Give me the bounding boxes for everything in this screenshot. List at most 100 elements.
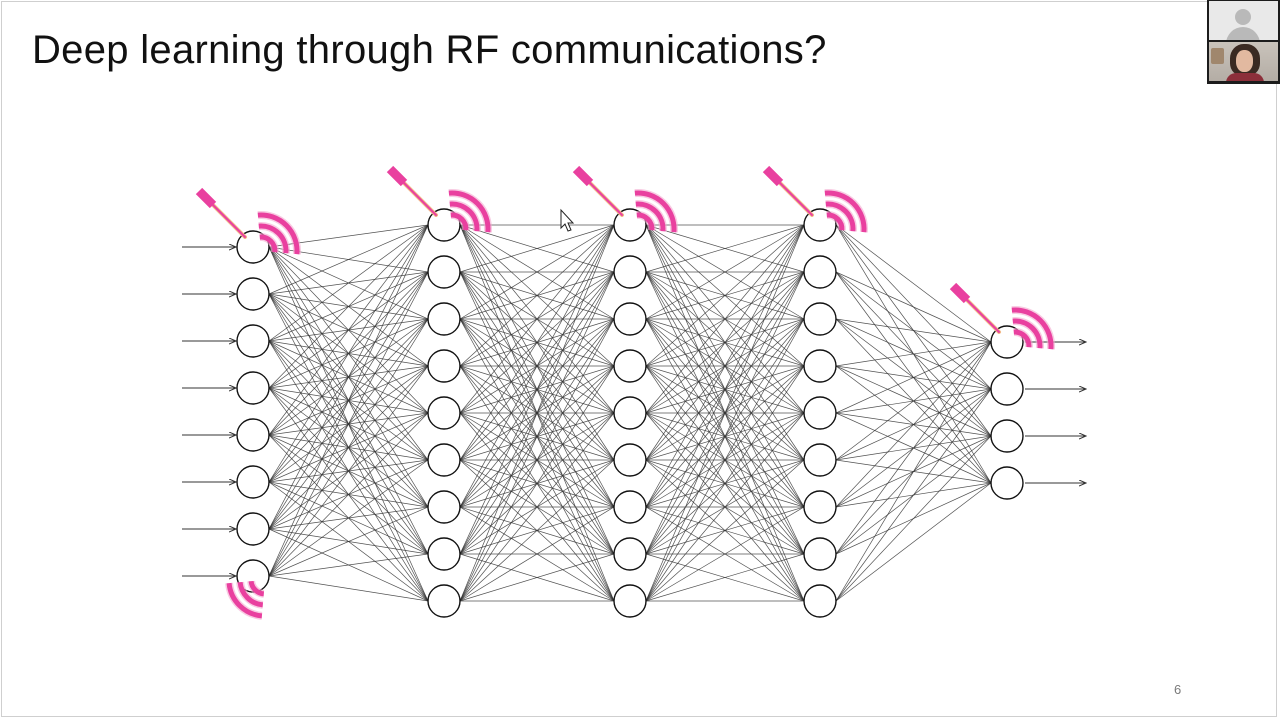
probe-wire <box>773 176 813 216</box>
link-l3-n8-to-n2 <box>835 435 992 602</box>
neuron-l3-n7 <box>803 537 837 571</box>
probe-wire <box>397 176 437 216</box>
neuron-l2-n8 <box>613 584 647 618</box>
rf-antenna-icon <box>195 187 301 255</box>
participant-tile-avatar[interactable] <box>1209 1 1278 40</box>
link-l1-n4-to-n0 <box>459 224 615 414</box>
mouse-cursor-icon <box>560 208 575 232</box>
user-avatar-icon <box>1235 9 1251 25</box>
neuron-l0-n3 <box>236 371 270 405</box>
video-participants-panel[interactable] <box>1207 0 1280 84</box>
link-l2-n8-to-n6 <box>645 506 805 602</box>
link-l1-n8-to-n7 <box>459 553 615 602</box>
link-l3-n1-to-n0 <box>835 271 992 343</box>
rf-wave-arc <box>237 581 264 608</box>
link-l0-n7-to-n1 <box>268 271 429 577</box>
link-l2-n5-to-n0 <box>645 224 805 461</box>
network-links <box>268 224 992 602</box>
participant-tile-camera[interactable] <box>1209 42 1278 81</box>
link-l1-n3-to-n0 <box>459 224 615 367</box>
link-l2-n2-to-n0 <box>645 224 805 320</box>
probe-wire <box>583 176 623 216</box>
link-l0-n7-to-n4 <box>268 412 429 577</box>
neuron-l1-n5 <box>427 443 461 477</box>
neuron-l2-n2 <box>613 302 647 336</box>
user-avatar-body <box>1226 27 1260 40</box>
link-l1-n8-to-n6 <box>459 506 615 602</box>
link-l2-n8-to-n5 <box>645 459 805 602</box>
rf-wave-arc <box>448 190 491 233</box>
link-l3-n5-to-n0 <box>835 341 992 461</box>
link-l2-n4-to-n0 <box>645 224 805 414</box>
rf-wave-arc <box>248 580 265 597</box>
slide-number: 6 <box>1174 682 1182 697</box>
link-l0-n7-to-n2 <box>268 318 429 577</box>
link-l2-n7-to-n0 <box>645 224 805 555</box>
rf-antenna-icon <box>386 165 492 233</box>
neuron-l1-n4 <box>427 396 461 430</box>
link-l1-n6-to-n0 <box>459 224 615 508</box>
link-l0-n7-to-n3 <box>268 365 429 577</box>
link-l0-n7-to-n6 <box>268 506 429 577</box>
rf-wave-arc <box>257 212 300 255</box>
rf-wave-arc <box>1013 329 1032 348</box>
neuron-l4-n2 <box>990 419 1024 453</box>
link-l1-n5-to-n0 <box>459 224 615 461</box>
neuron-l2-n5 <box>613 443 647 477</box>
neuron-l0-n2 <box>236 324 270 358</box>
neuron-l0-n1 <box>236 277 270 311</box>
link-l2-n8-to-n1 <box>645 271 805 602</box>
link-l1-n8-to-n0 <box>459 224 615 602</box>
link-l0-n2-to-n0 <box>268 224 429 342</box>
neuron-l3-n1 <box>803 255 837 289</box>
neuron-l2-n4 <box>613 396 647 430</box>
neuron-l3-n3 <box>803 349 837 383</box>
link-l1-n8-to-n1 <box>459 271 615 602</box>
neuron-l3-n8 <box>803 584 837 618</box>
rf-wave-arc <box>1011 307 1054 350</box>
webcam-person-face <box>1236 50 1253 72</box>
rf-wave-arc <box>449 201 480 232</box>
probe-wire <box>206 198 246 238</box>
link-l2-n8-to-n7 <box>645 553 805 602</box>
link-l1-n7-to-n0 <box>459 224 615 555</box>
link-l2-n8-to-n2 <box>645 318 805 602</box>
slide-title: Deep learning through RF communications? <box>32 28 827 72</box>
neuron-l3-n2 <box>803 302 837 336</box>
link-l3-n4-to-n0 <box>835 341 992 414</box>
link-l0-n4-to-n0 <box>268 224 429 436</box>
link-l1-n2-to-n0 <box>459 224 615 320</box>
rf-wave-arc <box>635 201 666 232</box>
rf-wave-arc <box>825 201 856 232</box>
neuron-l2-n6 <box>613 490 647 524</box>
probe-handle <box>762 165 784 187</box>
webcam-person-shirt <box>1226 73 1264 81</box>
link-l2-n8-to-n4 <box>645 412 805 602</box>
link-l3-n3-to-n0 <box>835 341 992 367</box>
rf-antenna-icon <box>762 165 868 233</box>
neuron-l3-n6 <box>803 490 837 524</box>
rf-wave-arc <box>634 190 677 233</box>
probe-handle <box>195 187 217 209</box>
rf-wave-arc <box>226 582 263 619</box>
rf-waves-icon <box>225 580 265 620</box>
link-l1-n8-to-n3 <box>459 365 615 602</box>
link-l3-n8-to-n0 <box>835 341 992 602</box>
link-l2-n1-to-n0 <box>645 224 805 273</box>
link-l3-n6-to-n0 <box>835 341 992 508</box>
probe-handle <box>949 282 971 304</box>
rf-antenna-icon <box>572 165 678 233</box>
rf-wave-arc <box>824 190 867 233</box>
neuron-l1-n2 <box>427 302 461 336</box>
neuron-l2-n7 <box>613 537 647 571</box>
neuron-l4-n1 <box>990 372 1024 406</box>
neuron-l4-n3 <box>990 466 1024 500</box>
link-l1-n8-to-n2 <box>459 318 615 602</box>
link-l0-n7-to-n5 <box>268 459 429 577</box>
neuron-l2-n3 <box>613 349 647 383</box>
link-l0-n7-to-n8 <box>268 575 429 602</box>
link-l2-n3-to-n0 <box>645 224 805 367</box>
link-l0-n7-to-n7 <box>268 553 429 577</box>
link-l0-n3-to-n0 <box>268 224 429 389</box>
rf-wave-arc <box>1012 318 1043 349</box>
